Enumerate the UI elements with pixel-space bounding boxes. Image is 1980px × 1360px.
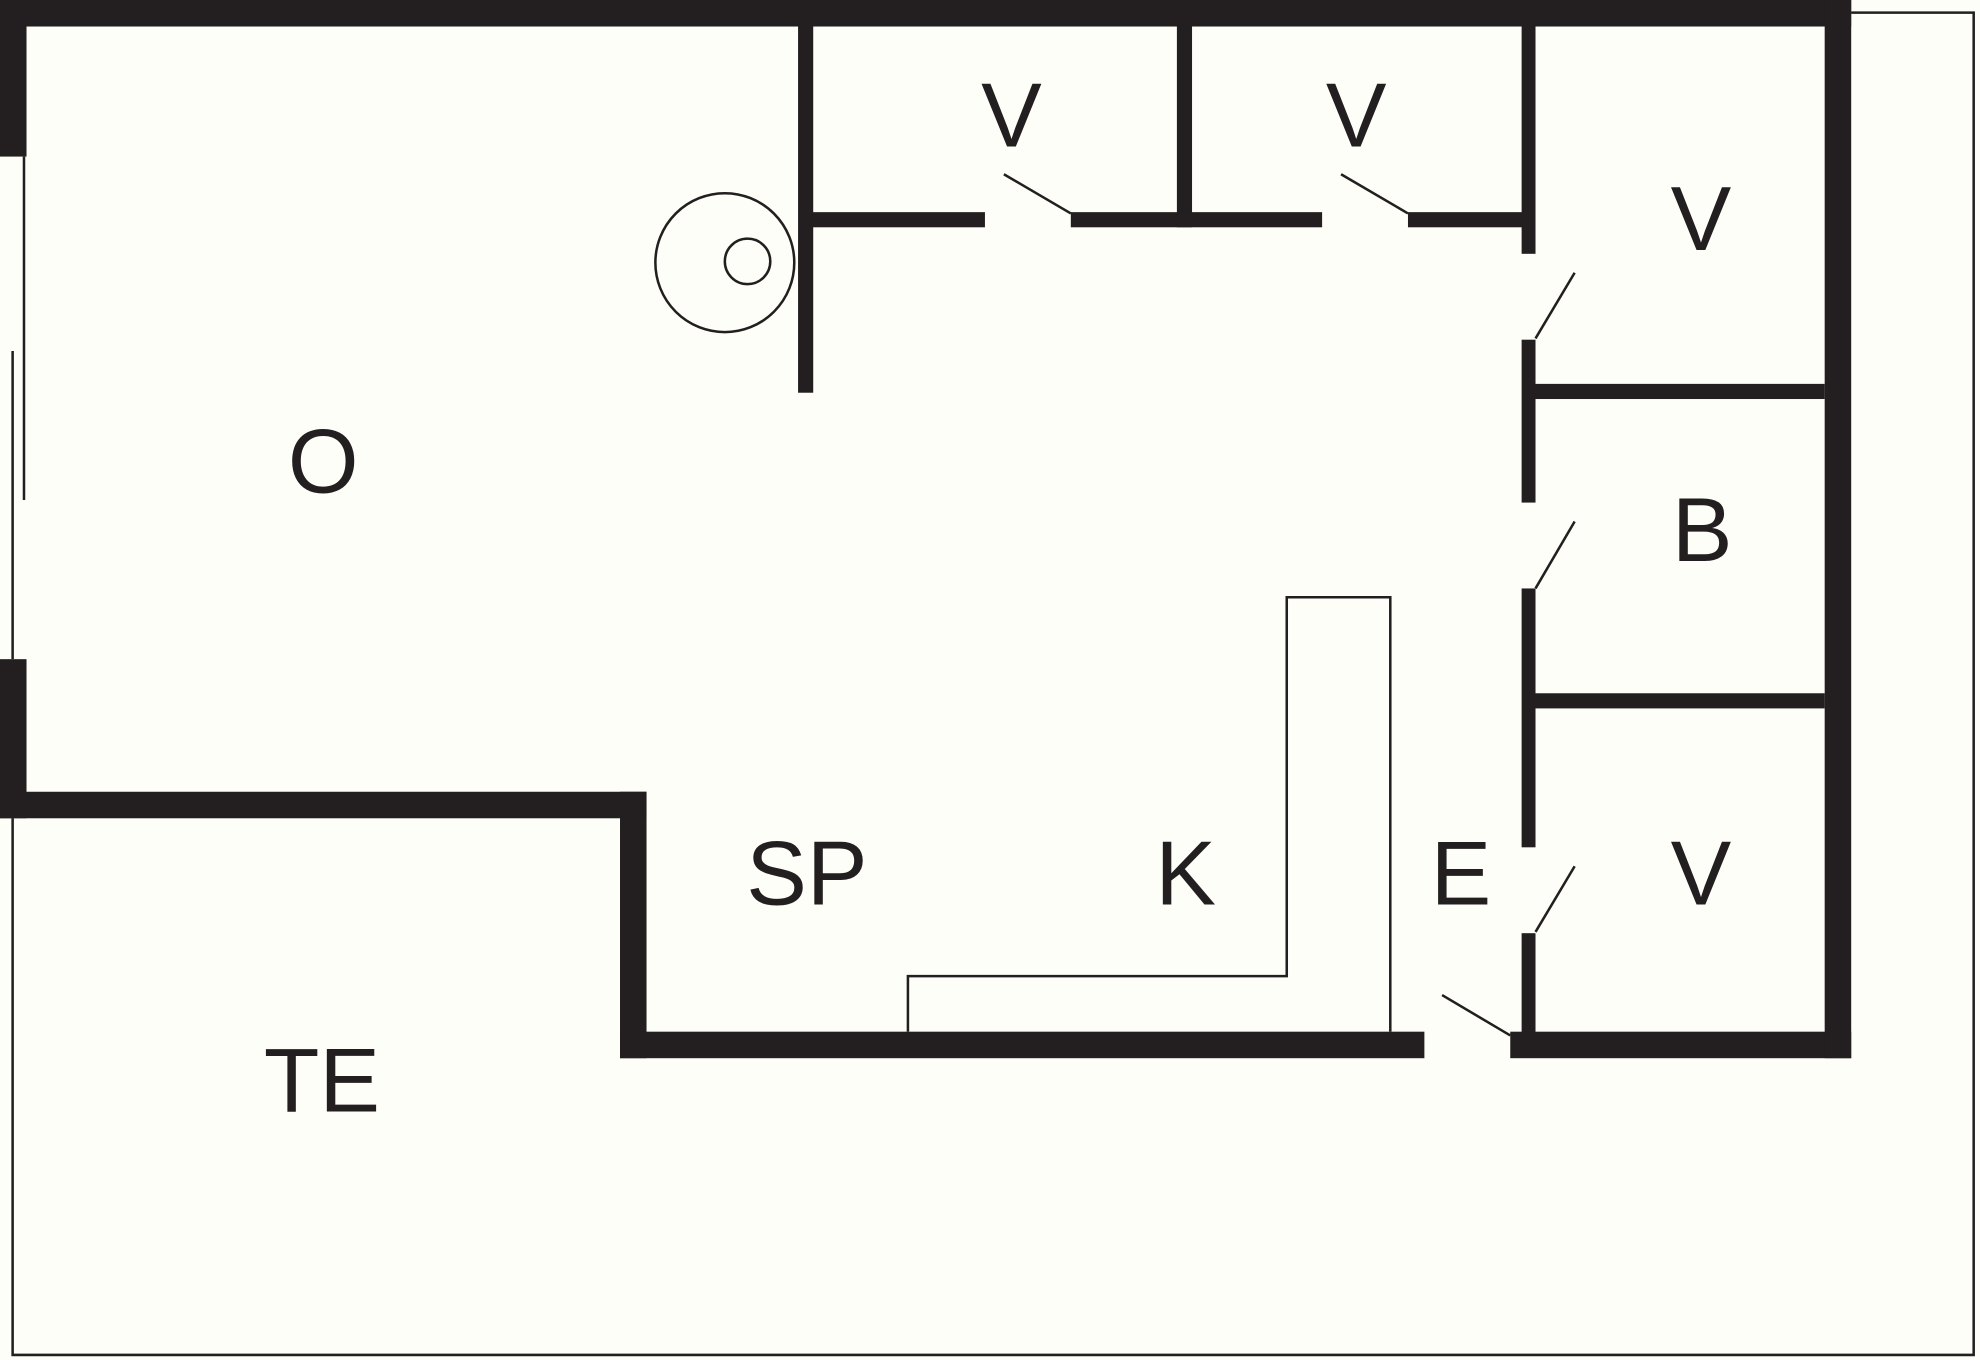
room-label-v4: V (1671, 823, 1732, 924)
room-label-e: E (1431, 823, 1492, 924)
room-label-te: TE (264, 1030, 380, 1131)
kitchen-counter (906, 596, 1392, 1032)
door-swings (1003, 173, 1576, 1037)
fireplace-icon (654, 191, 796, 334)
room-label-v1: V (981, 66, 1042, 167)
room-label-sp: SP (746, 823, 867, 924)
terrace-outline (11, 11, 1975, 1357)
room-label-v3: V (1671, 169, 1732, 270)
room-label-b: B (1672, 480, 1733, 581)
window (11, 156, 26, 660)
room-label-v2: V (1326, 66, 1387, 167)
room-label-k: K (1155, 823, 1216, 924)
walls (0, 0, 1852, 1059)
room-label-o: O (288, 412, 359, 513)
